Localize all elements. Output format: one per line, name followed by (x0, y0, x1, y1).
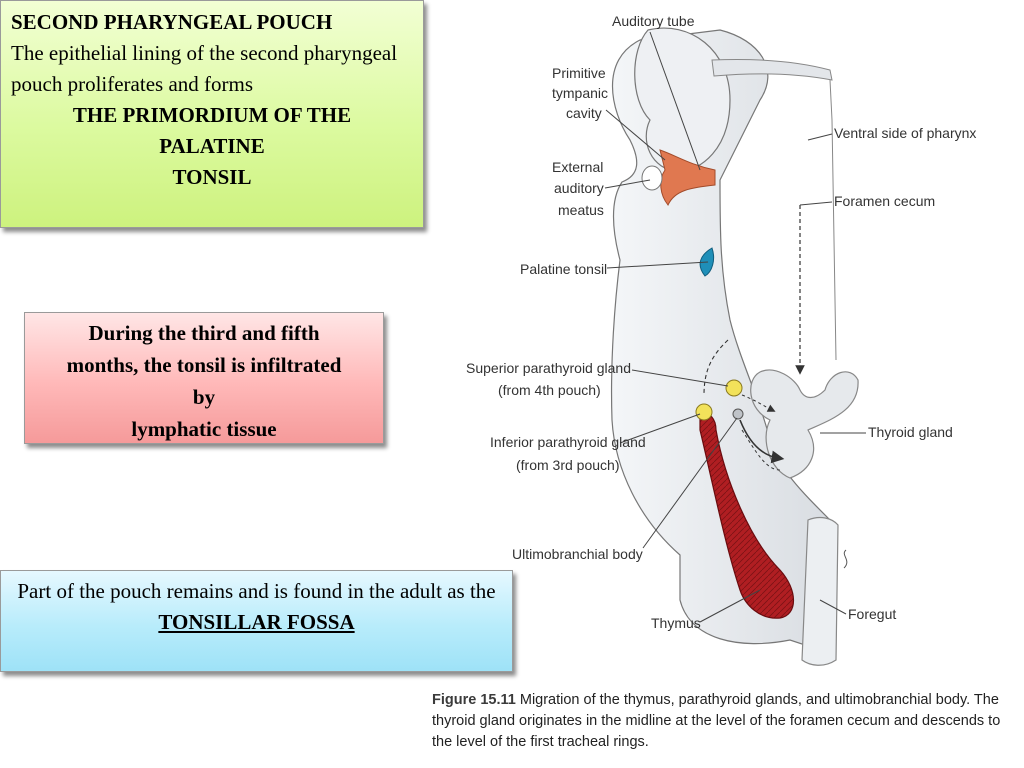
label-thymus: Thymus (651, 615, 701, 631)
label-ultimobranchial: Ultimobranchial body (512, 546, 643, 562)
label-tympanic: cavity (566, 105, 602, 121)
box-heading: SECOND PHARYNGEAL POUCH (11, 10, 333, 34)
figure-caption: Figure 15.11 Migration of the thymus, pa… (432, 690, 1022, 753)
tonsillar-fossa-box: Part of the pouch remains and is found i… (0, 570, 513, 672)
superior-parathyroid-shape (725, 379, 743, 397)
label-foramen-cecum: Foramen cecum (834, 193, 935, 209)
label-palatine-tonsil: Palatine tonsil (520, 261, 607, 277)
label-meatus: auditory (554, 180, 604, 196)
label-ventral-pharynx: Ventral side of pharynx (834, 125, 976, 141)
foregut-mark (843, 549, 848, 569)
emphasis-line: TONSIL (172, 165, 252, 189)
foregut-shape (801, 516, 839, 666)
label-tympanic: tympanic (552, 85, 608, 101)
label-tympanic: Primitive (552, 65, 606, 81)
label-thyroid: Thyroid gland (868, 424, 953, 440)
auditory-tube-shape (711, 58, 833, 81)
label-meatus: External (552, 159, 603, 175)
box-text: Part of the pouch remains and is found i… (17, 579, 496, 603)
box-line: by (192, 385, 216, 409)
box-line: months, the tonsil is infiltrated (66, 353, 342, 377)
second-pouch-box: SECOND PHARYNGEAL POUCH The epithelial l… (0, 0, 424, 228)
label-meatus: meatus (558, 202, 604, 218)
label-superior-parathyroid: Superior parathyroid gland (466, 360, 631, 376)
ultimobranchial-shape (732, 408, 744, 420)
meatus-shape (641, 165, 663, 191)
label-auditory-tube: Auditory tube (612, 13, 695, 29)
label-superior-parathyroid: (from 4th pouch) (498, 382, 601, 398)
box-line: During the third and fifth (88, 321, 320, 345)
emphasis-line: THE PRIMORDIUM OF THE (72, 103, 352, 127)
tonsillar-fossa-term: TONSILLAR FOSSA (158, 610, 355, 634)
label-inferior-parathyroid: (from 3rd pouch) (516, 457, 619, 473)
inferior-parathyroid-shape (695, 403, 713, 421)
pharynx-migration-diagram: Auditory tube Primitive tympanic cavity … (466, 13, 976, 666)
emphasis-line: PALATINE (159, 134, 265, 158)
lymphatic-infiltration-box: During the third and fifth months, the t… (24, 312, 384, 444)
box-line: lymphatic tissue (131, 417, 277, 441)
figure-number: Figure 15.11 (432, 692, 516, 708)
ventral-wall (829, 79, 837, 361)
caption-text: Migration of the thymus, parathyroid gla… (432, 692, 1001, 750)
label-foregut: Foregut (848, 606, 896, 622)
label-inferior-parathyroid: Inferior parathyroid gland (490, 434, 646, 450)
box-text: The epithelial lining of the second phar… (11, 41, 398, 96)
